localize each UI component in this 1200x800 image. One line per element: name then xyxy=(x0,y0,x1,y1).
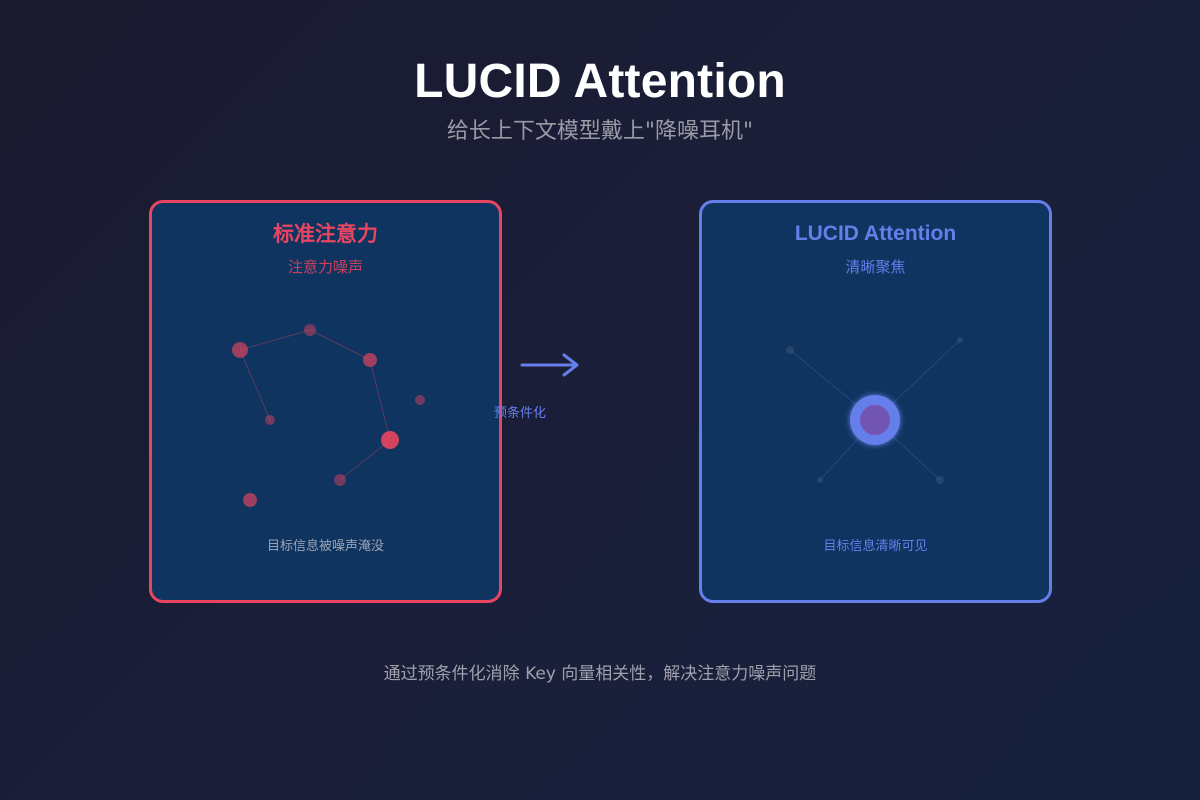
noise-edge xyxy=(369,359,391,441)
noise-node xyxy=(381,431,399,449)
focus-target-icon xyxy=(850,395,900,445)
arrow-right-icon xyxy=(520,353,579,377)
standard-attention-panel: 标准注意力 注意力噪声 目标信息被噪声淹没 xyxy=(149,200,502,603)
summary-text: 通过预条件化消除 Key 向量相关性，解决注意力噪声问题 xyxy=(383,664,817,684)
noise-node xyxy=(265,415,275,425)
lucid-attention-subtitle: 清晰聚焦 xyxy=(845,258,906,276)
standard-attention-subtitle: 注意力噪声 xyxy=(287,258,363,276)
noise-edge xyxy=(339,439,391,481)
lucid-satellite xyxy=(936,476,944,484)
page-subtitle: 给长上下文模型戴上"降噪耳机" xyxy=(446,119,754,144)
noise-edge xyxy=(309,329,371,361)
noise-node xyxy=(415,395,425,405)
noise-node xyxy=(334,474,346,486)
preconditioning-label: 预条件化 xyxy=(493,406,546,421)
noise-edge xyxy=(239,349,271,421)
lucid-attention-caption: 目标信息清晰可见 xyxy=(823,539,928,554)
noise-node xyxy=(243,493,257,507)
noise-nodes xyxy=(232,324,425,507)
noise-node xyxy=(363,353,377,367)
standard-attention-title: 标准注意力 xyxy=(273,222,378,246)
lucid-satellite xyxy=(786,346,794,354)
noise-edges xyxy=(239,329,391,481)
noise-edge xyxy=(239,329,311,351)
lucid-satellite-nodes xyxy=(786,337,963,484)
page-title: LUCID Attention xyxy=(414,55,786,108)
standard-attention-caption: 目标信息被噪声淹没 xyxy=(266,539,384,554)
lucid-satellite xyxy=(817,477,823,483)
lucid-satellite xyxy=(957,337,963,343)
noise-node xyxy=(304,324,316,336)
lucid-attention-title: LUCID Attention xyxy=(794,222,957,245)
noise-node xyxy=(232,342,248,358)
